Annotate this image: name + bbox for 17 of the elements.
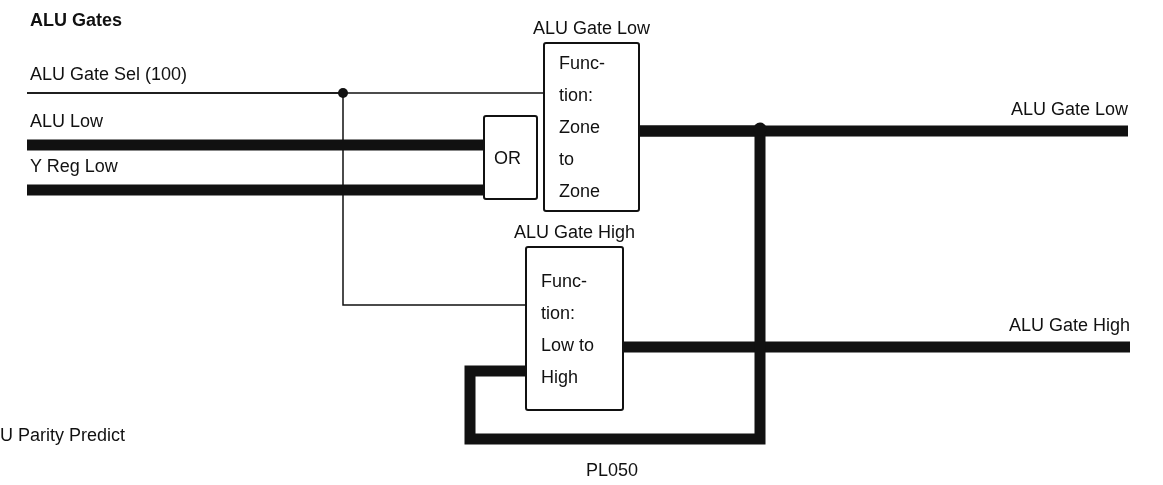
diagram-title: ALU Gates [30, 10, 123, 31]
signal-label: PL050 [586, 460, 639, 481]
bus-line [464, 125, 766, 445]
gate-label: ALU Gate High [513, 222, 636, 243]
bus-line [27, 139, 483, 151]
signal-label: ALU Gate Sel (100) [30, 64, 188, 85]
bus-line [624, 341, 1130, 353]
signal-line [26, 92, 526, 306]
function-box: Func- tion: Low to High [525, 246, 624, 411]
or-gate: OR [483, 115, 538, 200]
signal-label: ALU Low [30, 111, 104, 132]
function-box: Func- tion: Zone to Zone [543, 42, 640, 212]
signal-label: ALU Gate Low [1010, 99, 1128, 120]
signal-label: Y Reg Low [30, 156, 118, 177]
signal-label: ALU Gate High [1008, 315, 1130, 336]
bus-line [27, 184, 483, 196]
signal-label: U Parity Predict [0, 425, 126, 446]
